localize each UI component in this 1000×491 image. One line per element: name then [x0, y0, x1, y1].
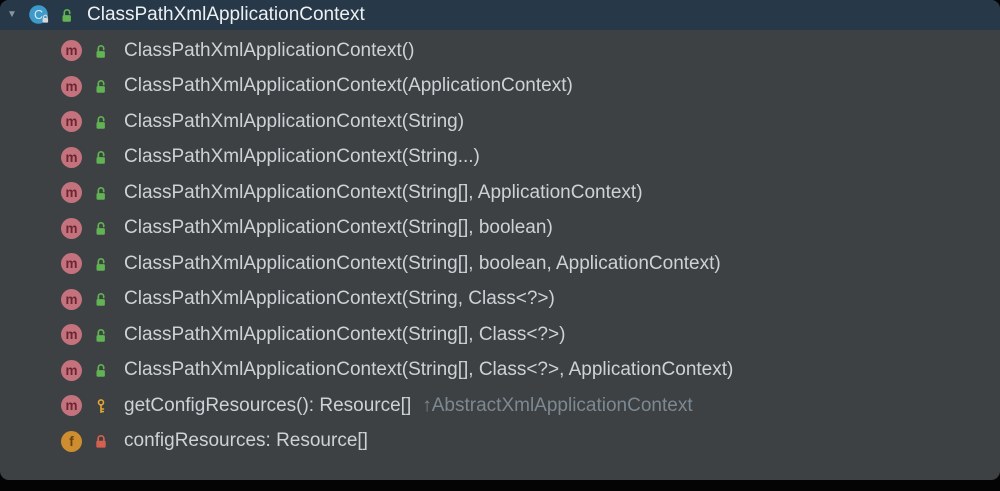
public-visibility-icon	[93, 78, 109, 94]
member-row[interactable]: f configResources: Resource[]	[0, 424, 1000, 460]
member-row[interactable]: m ClassPathXmlApplicationContext(String..…	[0, 140, 1000, 176]
member-label: configResources: Resource[]	[124, 430, 368, 452]
inherited-from-label: ↑AbstractXmlApplicationContext	[422, 394, 693, 416]
member-row[interactable]: m ClassPathXmlApplicationContext(String[]…	[0, 211, 1000, 247]
method-icon: m	[61, 395, 82, 417]
member-row[interactable]: m ClassPathXmlApplicationContext()	[0, 33, 1000, 69]
method-icon: m	[61, 288, 82, 310]
public-visibility-icon	[93, 220, 109, 236]
public-visibility-icon	[93, 114, 109, 130]
method-icon: m	[61, 182, 82, 204]
member-label: ClassPathXmlApplicationContext(String[],…	[124, 181, 643, 203]
method-icon: m	[61, 253, 82, 275]
public-visibility-icon	[93, 43, 109, 59]
member-row[interactable]: m ClassPathXmlApplicationContext(String[]…	[0, 246, 1000, 282]
lock-badge-icon	[42, 14, 49, 23]
method-icon: m	[61, 217, 82, 239]
member-label: ClassPathXmlApplicationContext()	[124, 39, 415, 61]
member-label: ClassPathXmlApplicationContext(String[],…	[124, 252, 721, 274]
member-row[interactable]: m ClassPathXmlApplicationContext(String)	[0, 104, 1000, 140]
member-label: ClassPathXmlApplicationContext(String[],…	[124, 323, 566, 345]
member-label: ClassPathXmlApplicationContext(String...…	[124, 146, 480, 168]
public-visibility-icon	[59, 7, 75, 23]
method-icon: m	[61, 75, 82, 97]
method-icon: m	[61, 146, 82, 168]
member-label: ClassPathXmlApplicationContext(Applicati…	[124, 75, 573, 97]
member-row[interactable]: m ClassPathXmlApplicationContext(String, …	[0, 282, 1000, 318]
class-name-title: ClassPathXmlApplicationContext	[87, 4, 365, 25]
method-icon: m	[61, 40, 82, 62]
method-icon: m	[61, 324, 82, 346]
public-visibility-icon	[93, 149, 109, 165]
public-visibility-icon	[93, 185, 109, 201]
member-row[interactable]: m ClassPathXmlApplicationContext(Applicat…	[0, 69, 1000, 105]
field-icon: f	[61, 430, 82, 452]
member-row[interactable]: m getConfigResources(): Resource[] ↑Abstra…	[0, 388, 1000, 424]
member-label: ClassPathXmlApplicationContext(String[],…	[124, 217, 553, 239]
member-row[interactable]: m ClassPathXmlApplicationContext(String[]…	[0, 353, 1000, 389]
method-icon: m	[61, 111, 82, 133]
private-visibility-icon	[93, 433, 109, 449]
class-letter: C	[34, 8, 43, 22]
member-label: ClassPathXmlApplicationContext(String[],…	[124, 359, 734, 381]
expand-chevron-icon[interactable]: ▼	[7, 9, 17, 20]
class-icon: C	[28, 4, 50, 26]
file-structure-popup: ▼ C ClassPathXmlApplicationContext	[0, 0, 1000, 480]
public-visibility-icon	[93, 256, 109, 272]
member-label: ClassPathXmlApplicationContext(String)	[124, 110, 465, 132]
public-visibility-icon	[93, 291, 109, 307]
method-icon: m	[61, 359, 82, 381]
member-label: ClassPathXmlApplicationContext(String, C…	[124, 288, 555, 310]
public-visibility-icon	[93, 362, 109, 378]
member-label: getConfigResources(): Resource[]	[124, 394, 412, 416]
public-visibility-icon	[93, 327, 109, 343]
member-row[interactable]: m ClassPathXmlApplicationContext(String[]…	[0, 175, 1000, 211]
protected-visibility-icon	[93, 398, 109, 414]
member-row[interactable]: m ClassPathXmlApplicationContext(String[]…	[0, 317, 1000, 353]
class-header-row[interactable]: ▼ C ClassPathXmlApplicationContext	[0, 0, 1000, 30]
